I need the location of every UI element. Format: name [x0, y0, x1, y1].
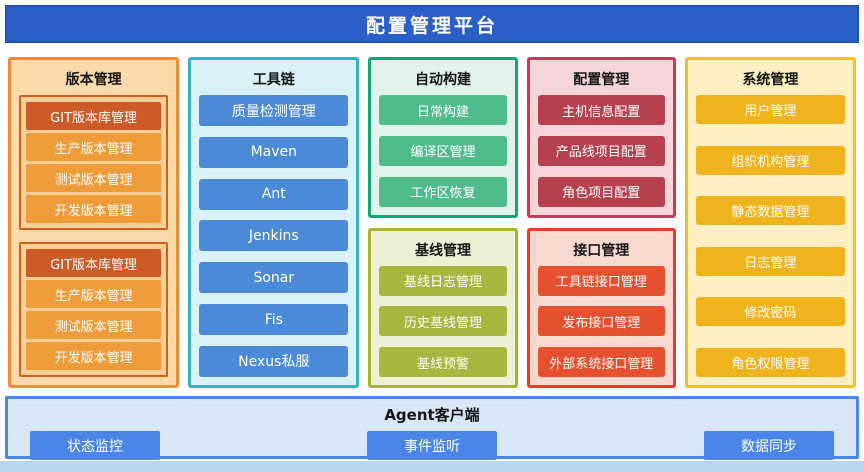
- static-data-node: 静态数据管理: [695, 196, 846, 226]
- bottom-background-strip: [0, 461, 864, 472]
- prod-version-node: 生产版本管理: [26, 280, 162, 308]
- external-api-node: 外部系统接口管理: [537, 347, 665, 377]
- baseline-alert-node: 基线预警: [379, 347, 507, 377]
- toolchain-api-node: 工具链接口管理: [537, 265, 665, 296]
- column-build-baseline: 自动构建 日常构建 编译区管理 工作区恢复 基线管理 基线日志管理 历史基线管理…: [368, 57, 518, 388]
- system-items: 用户管理 组织机构管理 静态数据管理 日志管理 修改密码 角色权限管理: [695, 95, 846, 377]
- change-password-node: 修改密码: [695, 297, 846, 327]
- interface-items: 工具链接口管理 发布接口管理 外部系统接口管理: [537, 265, 665, 377]
- dev-version-node: 开发版本管理: [26, 342, 162, 370]
- version-group-1: GIT版本库管理 生产版本管理 测试版本管理 开发版本管理: [19, 95, 169, 230]
- prod-version-node: 生产版本管理: [26, 133, 162, 161]
- org-mgmt-node: 组织机构管理: [695, 145, 846, 175]
- dev-version-node: 开发版本管理: [26, 195, 162, 223]
- git-repo-mgmt-node: GIT版本库管理: [26, 102, 162, 130]
- version-groups: GIT版本库管理 生产版本管理 测试版本管理 开发版本管理 GIT版本库管理 生…: [19, 95, 169, 377]
- toolchain-items: 质量检测管理 Maven Ant Jenkins Sonar Fis Nexus…: [199, 95, 349, 377]
- agent-client-title: Agent客户端: [384, 406, 480, 424]
- panel-config-management: 配置管理 主机信息配置 产品线项目配置 角色项目配置: [526, 57, 676, 218]
- panel-baseline: 基线管理 基线日志管理 历史基线管理 基线预警: [368, 227, 518, 388]
- test-version-node: 测试版本管理: [26, 311, 162, 339]
- platform-title: 配置管理平台: [5, 5, 859, 43]
- toolchain-title: 工具链: [252, 72, 295, 88]
- column-config-interface: 配置管理 主机信息配置 产品线项目配置 角色项目配置 接口管理 工具链接口管理 …: [526, 57, 676, 388]
- git-repo-mgmt-node: GIT版本库管理: [26, 249, 162, 277]
- daily-build-node: 日常构建: [379, 95, 507, 125]
- product-line-config-node: 产品线项目配置: [537, 135, 665, 166]
- panel-agent-client: Agent客户端 状态监控 事件监听 数据同步: [5, 396, 859, 460]
- test-version-node: 测试版本管理: [26, 164, 162, 192]
- interface-title: 接口管理: [573, 242, 630, 259]
- autobuild-items: 日常构建 编译区管理 工作区恢复: [379, 95, 507, 207]
- panel-system-management: 系统管理 用户管理 组织机构管理 静态数据管理 日志管理 修改密码 角色权限管理: [684, 57, 857, 388]
- ant-node: Ant: [199, 178, 349, 210]
- workspace-restore-node: 工作区恢复: [379, 176, 507, 207]
- jenkins-node: Jenkins: [199, 220, 349, 252]
- sonar-node: Sonar: [199, 262, 349, 294]
- event-listener-node: 事件监听: [367, 431, 497, 460]
- status-monitor-node: 状态监控: [30, 431, 160, 460]
- baseline-title: 基线管理: [415, 242, 471, 259]
- role-permission-node: 角色权限管理: [695, 347, 846, 377]
- version-group-2: GIT版本库管理 生产版本管理 测试版本管理 开发版本管理: [19, 242, 169, 377]
- maven-node: Maven: [199, 136, 349, 168]
- panel-version-management: 版本管理 GIT版本库管理 生产版本管理 测试版本管理 开发版本管理 GIT版本…: [8, 57, 180, 388]
- publish-api-node: 发布接口管理: [537, 306, 665, 337]
- nexus-node: Nexus私服: [199, 345, 349, 377]
- history-baseline-node: 历史基线管理: [379, 306, 507, 337]
- baseline-log-node: 基线日志管理: [379, 265, 507, 296]
- data-sync-node: 数据同步: [704, 431, 834, 460]
- role-project-config-node: 角色项目配置: [537, 176, 665, 207]
- fis-node: Fis: [199, 304, 349, 336]
- compile-area-node: 编译区管理: [379, 135, 507, 166]
- panel-toolchain: 工具链 质量检测管理 Maven Ant Jenkins Sonar Fis N…: [188, 57, 360, 388]
- baseline-items: 基线日志管理 历史基线管理 基线预警: [379, 265, 507, 377]
- config-title: 配置管理: [573, 72, 630, 88]
- version-management-title: 版本管理: [65, 72, 122, 88]
- system-title: 系统管理: [742, 72, 799, 88]
- panel-interface-management: 接口管理 工具链接口管理 发布接口管理 外部系统接口管理: [526, 227, 676, 388]
- agent-items: 状态监控 事件监听 数据同步: [30, 431, 834, 460]
- config-items: 主机信息配置 产品线项目配置 角色项目配置: [537, 95, 665, 207]
- log-mgmt-node: 日志管理: [695, 246, 846, 276]
- autobuild-title: 自动构建: [415, 72, 471, 88]
- user-mgmt-node: 用户管理: [695, 95, 846, 124]
- panel-autobuild: 自动构建 日常构建 编译区管理 工作区恢复: [368, 57, 518, 218]
- quality-check-node: 质量检测管理: [199, 95, 349, 126]
- modules-grid: 版本管理 GIT版本库管理 生产版本管理 测试版本管理 开发版本管理 GIT版本…: [8, 57, 857, 388]
- host-info-config-node: 主机信息配置: [537, 95, 665, 125]
